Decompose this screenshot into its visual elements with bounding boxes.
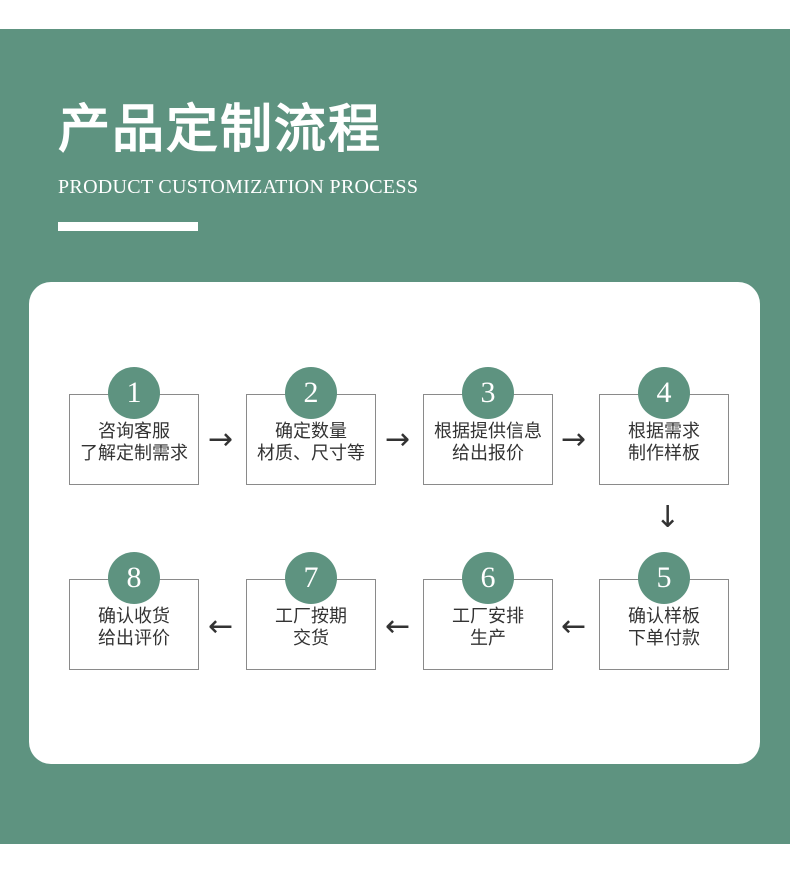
step-6-line1: 工厂安排 bbox=[452, 606, 524, 627]
step-5-line1: 确认样板 bbox=[628, 606, 700, 627]
page-title: 产品定制流程 bbox=[58, 99, 383, 160]
arrow-left-icon: ← bbox=[208, 609, 234, 644]
step-8-line1: 确认收货 bbox=[98, 606, 170, 627]
step-7-line2: 交货 bbox=[293, 628, 329, 649]
title-underline bbox=[58, 222, 198, 231]
step-box-5: 确认样板 下单付款 bbox=[599, 579, 729, 670]
step-text-8: 确认收货 给出评价 bbox=[70, 606, 198, 650]
step-3-line2: 给出报价 bbox=[452, 443, 524, 464]
step-number-5: 5 bbox=[638, 552, 690, 604]
arrow-right-icon: → bbox=[385, 422, 411, 457]
step-5-line2: 下单付款 bbox=[628, 628, 700, 649]
step-7-line1: 工厂按期 bbox=[275, 606, 347, 627]
step-2-line1: 确定数量 bbox=[275, 421, 347, 442]
arrow-right-icon: → bbox=[561, 422, 587, 457]
step-box-7: 工厂按期 交货 bbox=[246, 579, 376, 670]
step-number-2: 2 bbox=[285, 367, 337, 419]
step-text-5: 确认样板 下单付款 bbox=[600, 606, 728, 650]
step-6-line2: 生产 bbox=[470, 628, 506, 649]
process-card bbox=[29, 282, 760, 764]
arrow-down-icon: ↓ bbox=[655, 500, 681, 535]
step-4-line2: 制作样板 bbox=[628, 443, 700, 464]
arrow-left-icon: ← bbox=[561, 609, 587, 644]
arrow-right-icon: → bbox=[208, 422, 234, 457]
step-2-line2: 材质、尺寸等 bbox=[257, 443, 365, 464]
step-1-line1: 咨询客服 bbox=[98, 421, 170, 442]
step-number-4: 4 bbox=[638, 367, 690, 419]
step-text-2: 确定数量 材质、尺寸等 bbox=[247, 421, 375, 465]
step-text-4: 根据需求 制作样板 bbox=[600, 421, 728, 465]
step-8-line2: 给出评价 bbox=[98, 628, 170, 649]
step-text-3: 根据提供信息 给出报价 bbox=[424, 421, 552, 465]
step-1-line2: 了解定制需求 bbox=[80, 443, 188, 464]
step-4-line1: 根据需求 bbox=[628, 421, 700, 442]
step-text-6: 工厂安排 生产 bbox=[424, 606, 552, 650]
arrow-left-icon: ← bbox=[385, 609, 411, 644]
step-number-3: 3 bbox=[462, 367, 514, 419]
step-number-8: 8 bbox=[108, 552, 160, 604]
step-number-1: 1 bbox=[108, 367, 160, 419]
step-box-6: 工厂安排 生产 bbox=[423, 579, 553, 670]
step-text-1: 咨询客服 了解定制需求 bbox=[70, 421, 198, 465]
step-text-7: 工厂按期 交货 bbox=[247, 606, 375, 650]
page-subtitle: PRODUCT CUSTOMIZATION PROCESS bbox=[58, 176, 419, 198]
step-number-7: 7 bbox=[285, 552, 337, 604]
step-3-line1: 根据提供信息 bbox=[434, 421, 542, 442]
step-number-6: 6 bbox=[462, 552, 514, 604]
